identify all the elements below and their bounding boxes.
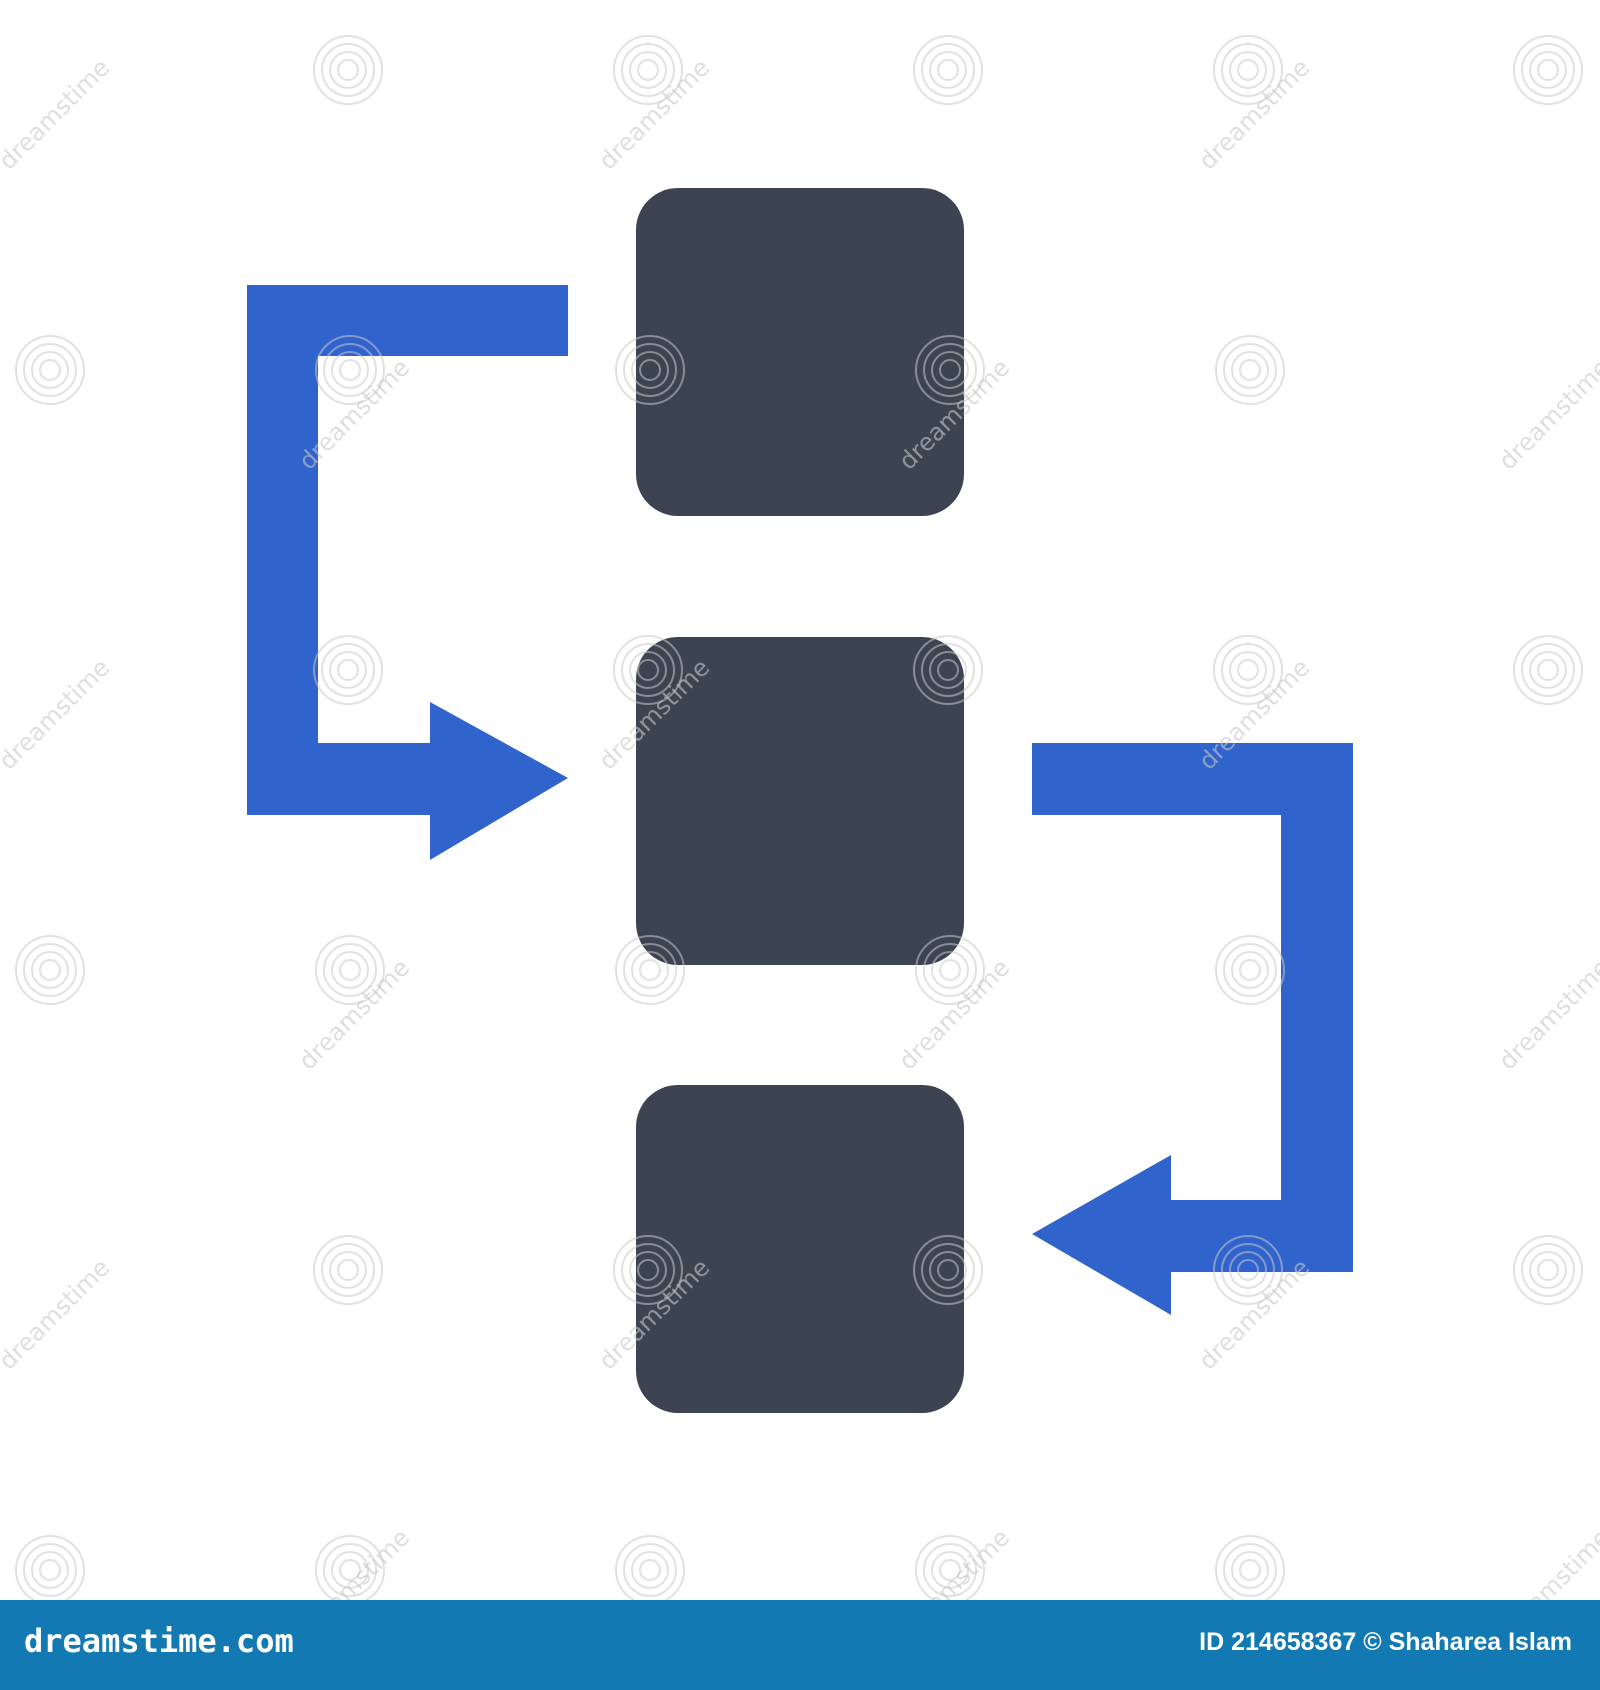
workflow-diagram: [247, 188, 1353, 1413]
process-box-top: [636, 188, 964, 516]
connector-arrow-right: [1032, 743, 1353, 1315]
connector-arrow-left: [247, 285, 568, 860]
process-box-bottom: [636, 1085, 964, 1413]
image-credit: ID 214658367 © Shaharea Islam: [1199, 1628, 1572, 1656]
brand-logo[interactable]: dreamstime.com: [24, 1622, 294, 1660]
process-box-middle: [636, 637, 964, 965]
footer-bar: dreamstime.com ID 214658367 © Shaharea I…: [0, 1600, 1600, 1690]
